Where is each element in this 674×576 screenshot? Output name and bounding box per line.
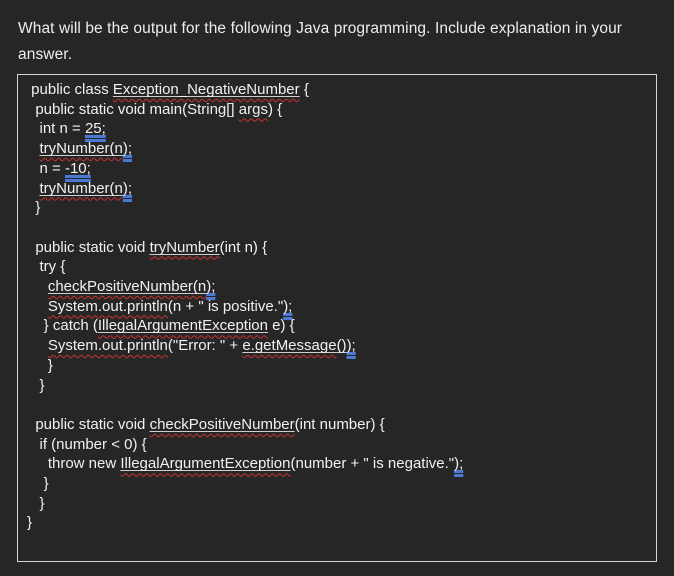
code-token: ) { [267, 100, 283, 118]
code-token: ("Error: " + [167, 337, 243, 355]
code-token: public class [27, 81, 113, 98]
code-line: public class Exception_NegativeNumber { [27, 80, 646, 100]
code-token: public static void [27, 415, 150, 433]
code-line: int n = 25; [27, 119, 646, 139]
code-token-grammar: ); [346, 337, 356, 355]
code-token-underlined: IllegalArgumentException [98, 317, 268, 334]
code-token: } [27, 475, 49, 493]
code-token-misspelled: checkPositiveNumber(n [47, 278, 207, 296]
code-line [27, 395, 646, 415]
code-token-underlined: e.getMessage [242, 337, 336, 354]
code-token-misspelled: tryNumber(n [39, 140, 123, 158]
code-line: } [27, 474, 646, 494]
code-token: try { [27, 258, 66, 276]
code-line: try { [27, 257, 646, 277]
code-token-misspelled: tryNumber(n [39, 179, 123, 197]
question-text: What will be the output for the followin… [18, 20, 623, 63]
code-token-grammar: ); [454, 455, 464, 473]
code-line: public static void tryNumber(int n) { [27, 238, 646, 258]
code-token-grammar: ); [206, 278, 216, 296]
code-token-grammar: ); [122, 179, 133, 197]
code-token: } [27, 199, 41, 217]
code-token-grammar: 25; [84, 120, 106, 138]
code-token: { [299, 81, 309, 98]
code-token [27, 180, 40, 197]
code-token: n = [27, 159, 65, 177]
code-line: tryNumber(n); [27, 139, 646, 159]
code-token [27, 278, 48, 295]
code-token-misspelled: System.out.println [47, 297, 168, 315]
code-line: } [27, 513, 646, 533]
code-line: } [27, 198, 646, 218]
code-token: } [27, 494, 45, 512]
code-line: } [27, 494, 646, 514]
code-line: if (number < 0) { [27, 435, 646, 455]
code-token: } [27, 514, 33, 532]
code-token-misspelled: IllegalArgumentException [97, 317, 268, 335]
code-line: public static void main(String[] args) { [27, 100, 646, 120]
code-line: System.out.println("Error: " + e.getMess… [27, 336, 646, 356]
code-token-misspelled: System.out.println [47, 337, 168, 355]
code-token: int n = [27, 120, 85, 138]
code-line [27, 218, 646, 238]
code-line: public static void checkPositiveNumber(i… [27, 415, 646, 435]
code-token-underlined: IllegalArgumentException [120, 455, 290, 472]
code-token [27, 140, 40, 157]
code-line: n = -10; [27, 159, 646, 179]
code-token-underlined: checkPositiveNumber [150, 416, 295, 433]
code-line: tryNumber(n); [27, 179, 646, 199]
code-token: if (number < 0) { [27, 435, 147, 453]
code-line: } [27, 356, 646, 376]
code-token-misspelled: checkPositiveNumber [149, 415, 295, 433]
code-token-underlined: () [336, 337, 347, 355]
code-token-underlined: tryNumber(n [40, 140, 123, 157]
code-line: System.out.println(n + " is positive."); [27, 297, 646, 317]
code-token-underlined: tryNumber [150, 239, 220, 256]
code-token: (int n) { [219, 238, 268, 256]
code-token-misspelled: args [238, 100, 268, 118]
code-box: public class Exception_NegativeNumber { … [17, 74, 657, 562]
code-token: throw new [27, 455, 121, 473]
code-token: public static void main(String[] [27, 100, 239, 118]
code-line: throw new IllegalArgumentException(numbe… [27, 454, 646, 474]
code-token-underlined: tryNumber(n [40, 180, 123, 197]
code-line: } [27, 376, 646, 396]
code-line: checkPositiveNumber(n); [27, 277, 646, 297]
code-token: public static void [27, 238, 150, 256]
code-token: } [27, 356, 53, 374]
code-token-misspelled: e.getMessage [242, 337, 337, 355]
code-token-misspelled: Exception_NegativeNumber [112, 81, 300, 98]
code-token: } catch ( [27, 317, 98, 335]
code-token: } [27, 376, 45, 394]
code-token [27, 337, 48, 354]
code-token-underlined: checkPositiveNumber(n [48, 278, 206, 295]
code-token [27, 298, 48, 315]
code-token-grammar: ); [122, 140, 133, 158]
code-token: (int number) { [294, 415, 385, 433]
code-token: (n + " is positive." [167, 297, 284, 315]
code-token-misspelled: tryNumber [149, 238, 220, 256]
code-token-misspelled: IllegalArgumentException [120, 455, 291, 473]
code-token: (number + " is negative." [290, 455, 455, 473]
code-token-grammar: ); [283, 297, 293, 315]
code-token: e) { [267, 317, 295, 335]
code-token-grammar: -10; [64, 159, 91, 177]
code-line: } catch (IllegalArgumentException e) { [27, 316, 646, 336]
code-token-underlined: Exception_NegativeNumber [113, 81, 300, 98]
